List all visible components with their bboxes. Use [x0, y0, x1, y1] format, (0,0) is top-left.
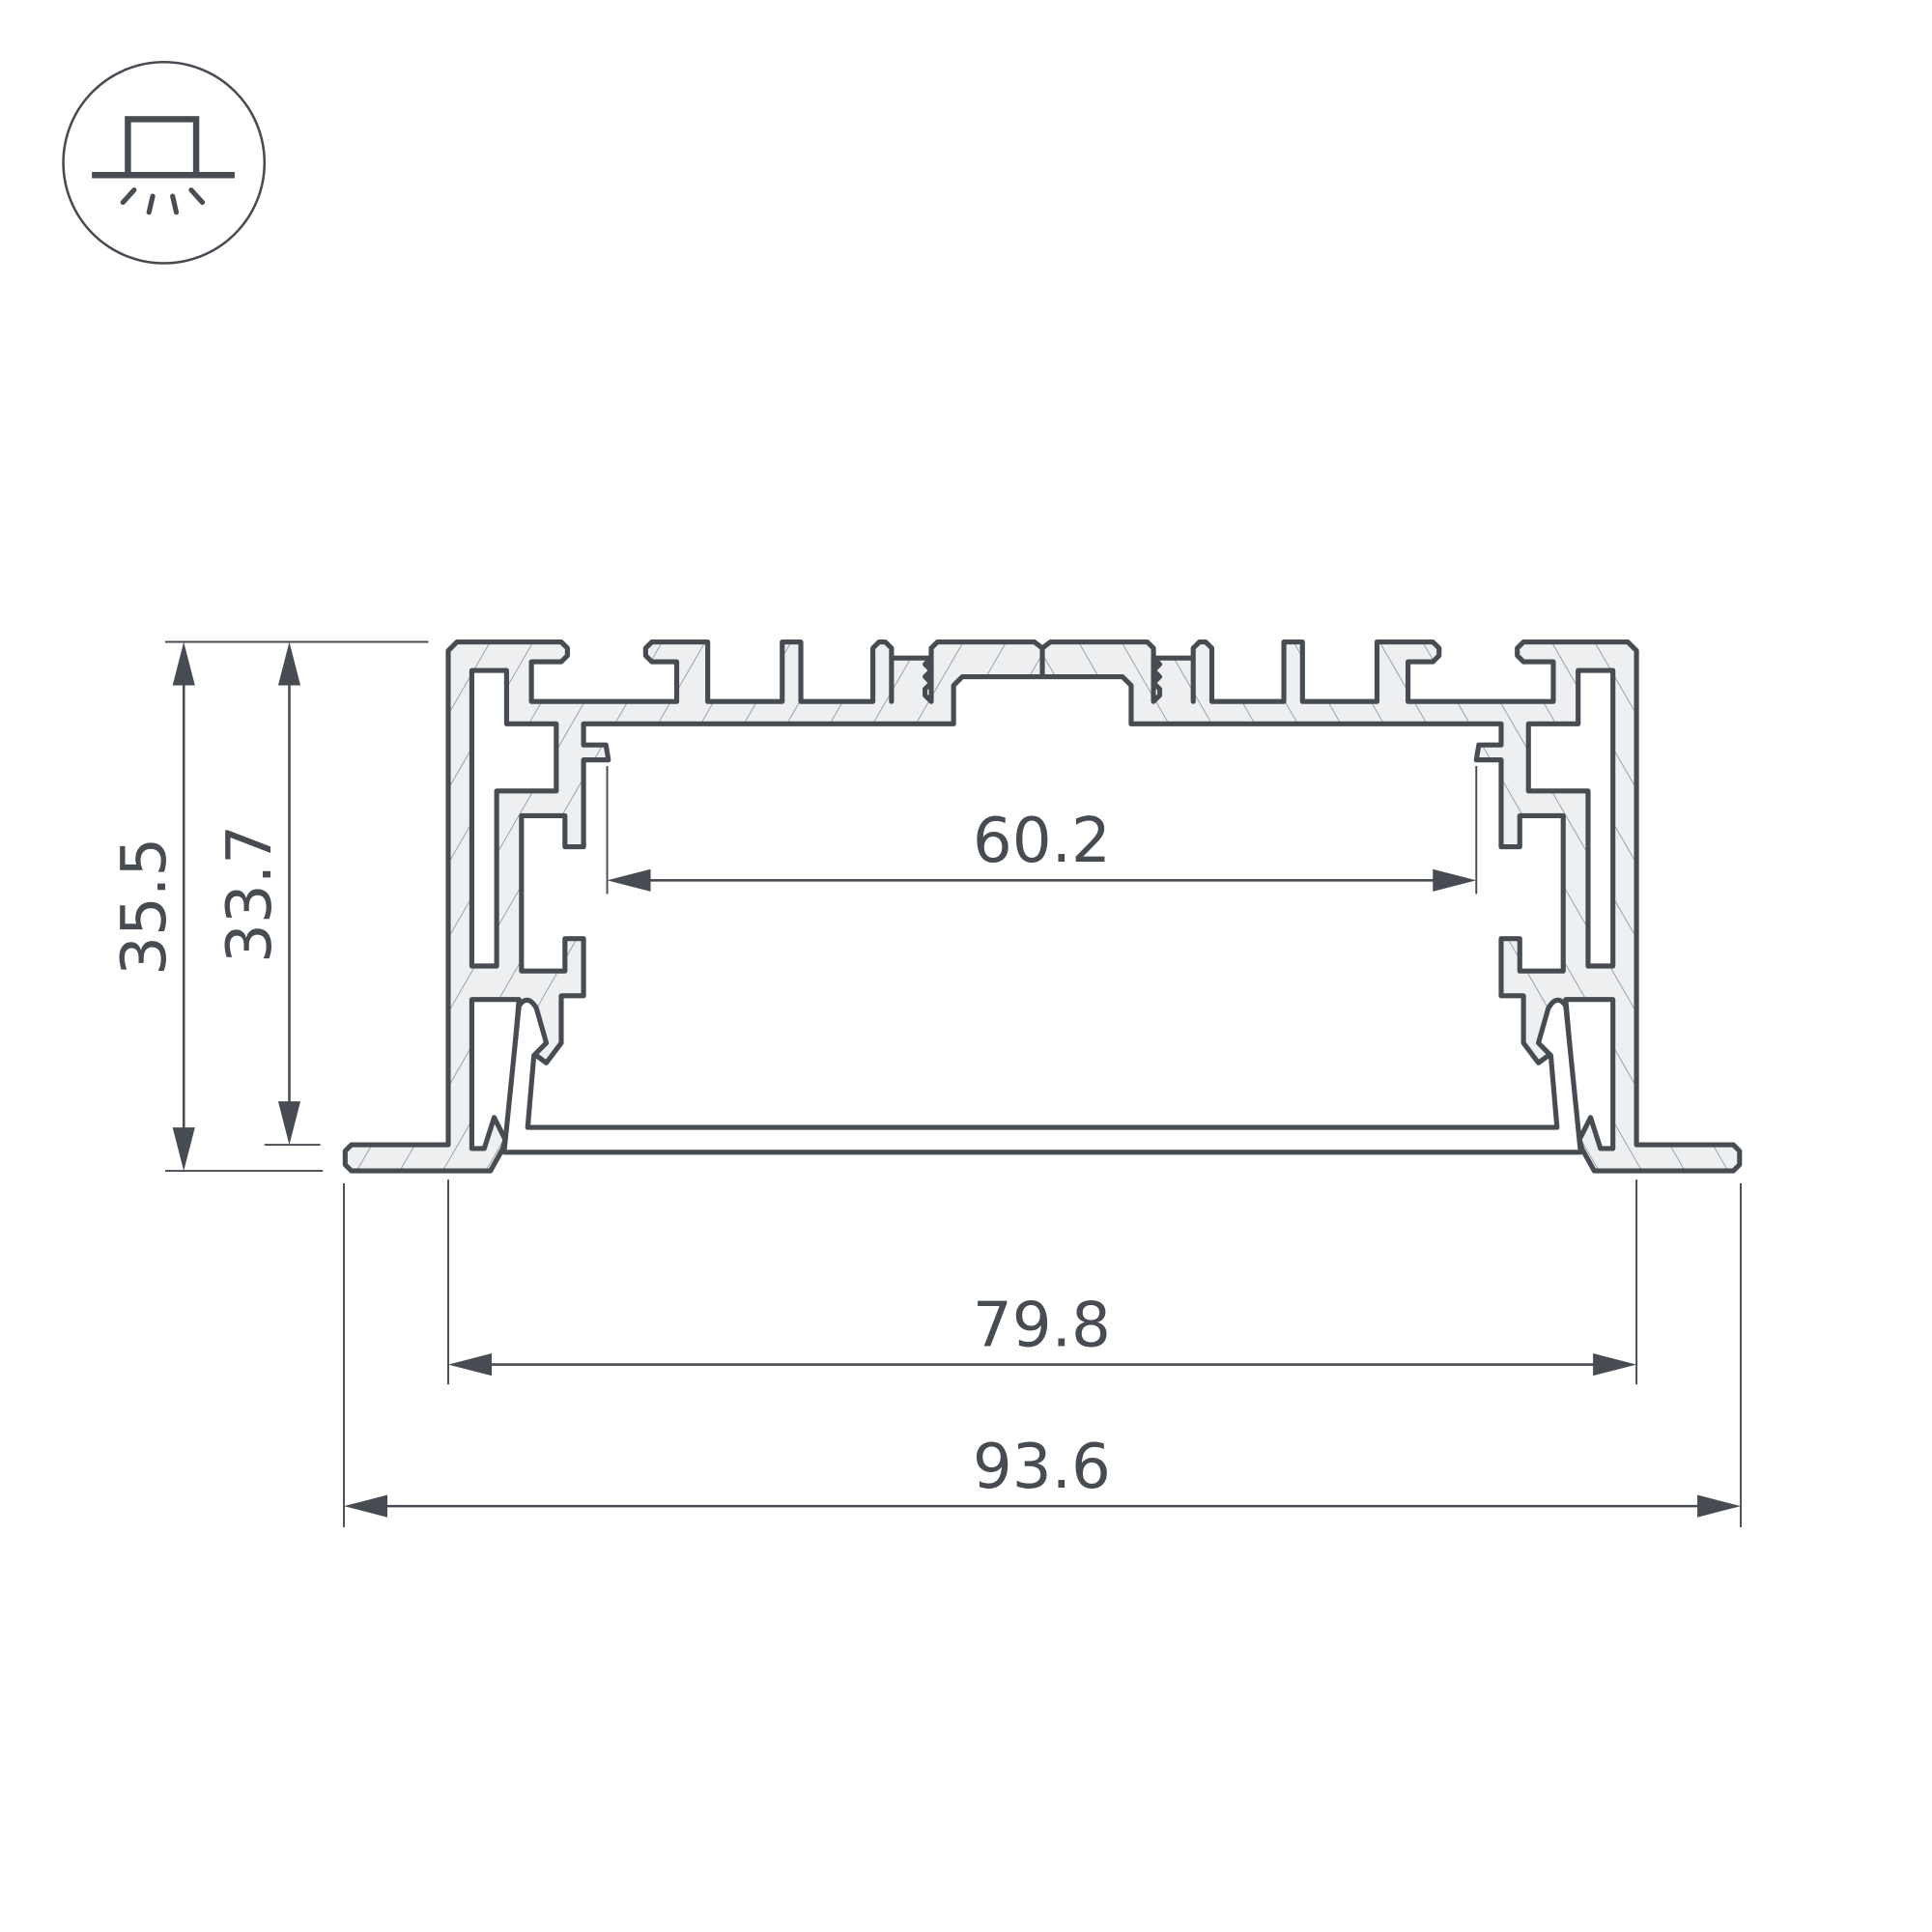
- dimension-inner-width: 60.2: [606, 766, 1478, 895]
- dimension-body-height: 33.7: [213, 641, 321, 1147]
- dimension-label-inner-width: 60.2: [973, 805, 1111, 877]
- dimension-total-height: 35.5: [108, 640, 429, 1173]
- dimension-label-body-width: 79.8: [973, 1289, 1111, 1361]
- dimension-label-flange-width: 93.6: [973, 1431, 1111, 1503]
- dimension-label-body-height: 33.7: [213, 825, 286, 963]
- recessed-ceiling-light-icon: [62, 60, 267, 265]
- dimension-flange-width: 93.6: [343, 1182, 1743, 1527]
- dimension-label-total-height: 35.5: [108, 838, 181, 976]
- wall-slot: [469, 668, 559, 969]
- dimension-body-width: 79.8: [447, 1179, 1638, 1385]
- diffuser: [501, 997, 1583, 1155]
- profile-body-half: [342, 639, 1045, 1174]
- profile-cross-section: [342, 639, 1739, 1174]
